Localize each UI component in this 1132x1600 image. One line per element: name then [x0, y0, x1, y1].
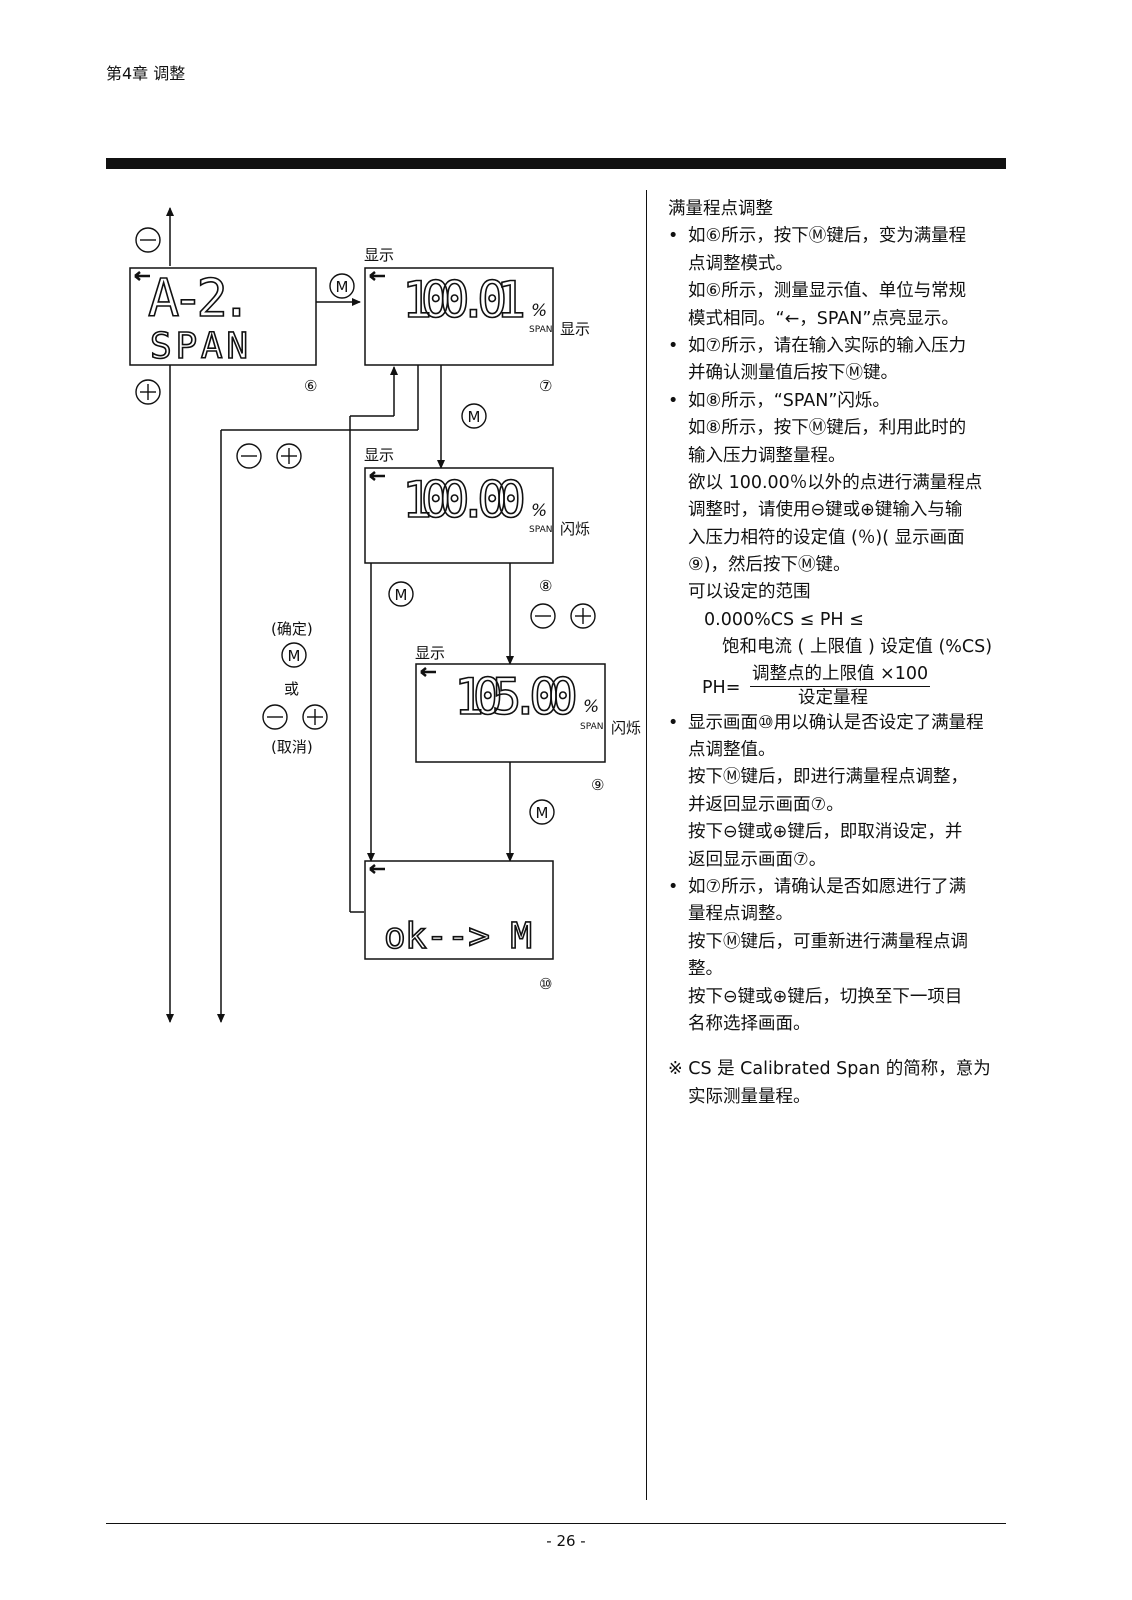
svg-text:M: M	[536, 804, 549, 822]
paragraph-line: ⑨)，然后按下Ⓜ键。	[688, 555, 851, 576]
paragraph-line: 按下⊖键或⊕键后，即取消设定，并	[688, 822, 963, 843]
paragraph-line: 点调整模式。	[688, 253, 793, 274]
paragraph-line: 如⑧所示，“SPAN”闪烁。	[668, 388, 1008, 416]
left-arrow-icon	[420, 667, 436, 677]
operation-flow-diagram: M M M M M 显示 显示	[129, 207, 641, 1023]
paragraph-line: 如⑧所示，按下Ⓜ键后，利用此时的	[688, 418, 967, 439]
step-number: ⑦	[539, 377, 552, 395]
plus-icon	[276, 443, 302, 469]
left-arrow-icon	[369, 864, 385, 874]
header-rule	[106, 158, 1006, 169]
paragraph-line: 饱和电流 ( 上限值 ) 设定值 (%CS)	[722, 637, 993, 658]
paragraph-line: 入压力相符的设定值 (％)( 显示画面	[688, 527, 965, 548]
display-label: 显示	[364, 246, 394, 264]
step-number: ⑩	[539, 975, 552, 993]
confirm-label: (确定)	[271, 620, 313, 638]
flow-arrows	[166, 207, 514, 1023]
paragraph-line: 量程点调整。	[688, 904, 793, 925]
footnote-line: ※ CS 是 Calibrated Span 的简称，意为	[668, 1059, 991, 1080]
cancel-label: (取消)	[271, 738, 313, 756]
m-key-icon: M	[529, 799, 555, 825]
paragraph-line: 并返回显示画面⑦。	[688, 794, 844, 815]
plus-icon	[135, 379, 161, 405]
page-number: - 26 -	[546, 1532, 586, 1550]
section-title: 满量程点调整	[668, 199, 773, 219]
paragraph-line: 按下Ⓜ键后，即进行满量程点调整，	[688, 767, 968, 788]
span-tag: SPAN	[529, 325, 552, 335]
left-arrow-icon	[369, 271, 385, 281]
step-number: ⑨	[591, 776, 604, 794]
plus-icon	[302, 704, 328, 730]
paragraph-line: 输入压力调整量程。	[688, 445, 846, 466]
paragraph-line: 可以设定的范围	[688, 582, 811, 603]
unit-label: %	[583, 697, 599, 717]
footer-rule	[106, 1523, 1006, 1524]
m-key-icon: M	[329, 273, 355, 299]
paragraph-line: 并确认测量值后按下Ⓜ键。	[688, 363, 898, 384]
minus-icon	[236, 443, 262, 469]
formula-label: PH=	[702, 677, 741, 698]
m-key-icon: M	[281, 642, 307, 668]
lcd-screen-7: 100.01 % SPAN	[364, 267, 554, 366]
step-number: ⑥	[304, 377, 317, 395]
lcd-screen-6: A-2. SPAN	[129, 267, 317, 368]
instruction-text: 满量程点调整 如⑥所示，按下Ⓜ键后，变为满量程 点调整模式。 如⑥所示，测量显示…	[668, 196, 1008, 1111]
paragraph-line: 如⑦所示，请确认是否如愿进行了满	[668, 874, 1008, 902]
paragraph-line: 如⑥所示，按下Ⓜ键后，变为满量程	[668, 223, 1008, 251]
lcd-text: ok--> M	[384, 916, 532, 957]
paragraph-line: 调整时，请使用⊖键或⊕键输入与输	[688, 500, 963, 521]
paragraph-line: 欲以 100.00％以外的点进行满量程点	[688, 472, 983, 493]
minus-icon	[135, 227, 161, 253]
paragraph-line: 显示画面⑩用以确认是否设定了满量程	[668, 710, 1008, 738]
paragraph-line: 点调整值。	[688, 740, 776, 761]
left-arrow-icon	[134, 271, 150, 281]
paragraph-line: 模式相同。“←，SPAN”点亮显示。	[688, 308, 959, 329]
display-label: 显示	[364, 446, 394, 464]
ph-formula: PH= 调整点的上限值 ×100 设定量程	[668, 662, 1008, 710]
paragraph-line: 按下Ⓜ键后，可重新进行满量程点调	[688, 931, 968, 952]
or-label: 或	[284, 680, 299, 698]
svg-text:M: M	[336, 278, 349, 296]
lcd-value: 105.00	[454, 668, 578, 726]
m-key-icon: M	[388, 581, 414, 607]
minus-icon	[530, 603, 556, 629]
chapter-header: 第4章 调整	[106, 64, 186, 83]
paragraph-line: 返回显示画面⑦。	[688, 849, 827, 870]
paragraph-line: 名称选择画面。	[688, 1013, 811, 1034]
left-arrow-icon	[369, 471, 385, 481]
blink-label: 闪烁	[611, 719, 641, 737]
minus-icon	[262, 704, 288, 730]
paragraph-line: 按下⊖键或⊕键后，切换至下一项目	[688, 986, 963, 1007]
lcd-value: 100.01	[402, 271, 526, 329]
display-label: 显示	[415, 644, 445, 662]
paragraph-line: 0.000%CS ≤ PH ≤	[704, 609, 864, 630]
span-tag: SPAN	[580, 722, 603, 732]
plus-icon	[570, 603, 596, 629]
span-tag: SPAN	[529, 525, 552, 535]
svg-text:M: M	[468, 408, 481, 426]
blink-label: 闪烁	[560, 520, 590, 538]
svg-text:M: M	[395, 586, 408, 604]
footnote-line: 实际测量量程。	[688, 1086, 811, 1107]
paragraph-line: 如⑦所示，请在输入实际的输入压力	[668, 333, 1008, 361]
lcd-screen-9: 105.00 % SPAN	[415, 663, 606, 763]
step-number: ⑧	[539, 577, 552, 595]
unit-label: %	[531, 501, 547, 521]
lcd-line1: A-2.	[148, 269, 252, 329]
m-key-icon: M	[461, 403, 487, 429]
lcd-value: 100.00	[402, 471, 526, 529]
display-label: 显示	[560, 320, 590, 338]
paragraph-line: 如⑥所示，测量显示值、单位与常规	[688, 281, 967, 302]
paragraph-line: 整。	[688, 959, 723, 980]
svg-text:M: M	[288, 647, 301, 665]
unit-label: %	[531, 301, 547, 321]
lcd-screen-10: ok--> M	[364, 860, 554, 960]
formula-numerator: 调整点的上限值 ×100	[750, 662, 931, 687]
formula-denominator: 设定量程	[798, 687, 868, 708]
column-divider	[646, 190, 647, 1500]
lcd-screen-8: 100.00 % SPAN	[364, 467, 554, 564]
